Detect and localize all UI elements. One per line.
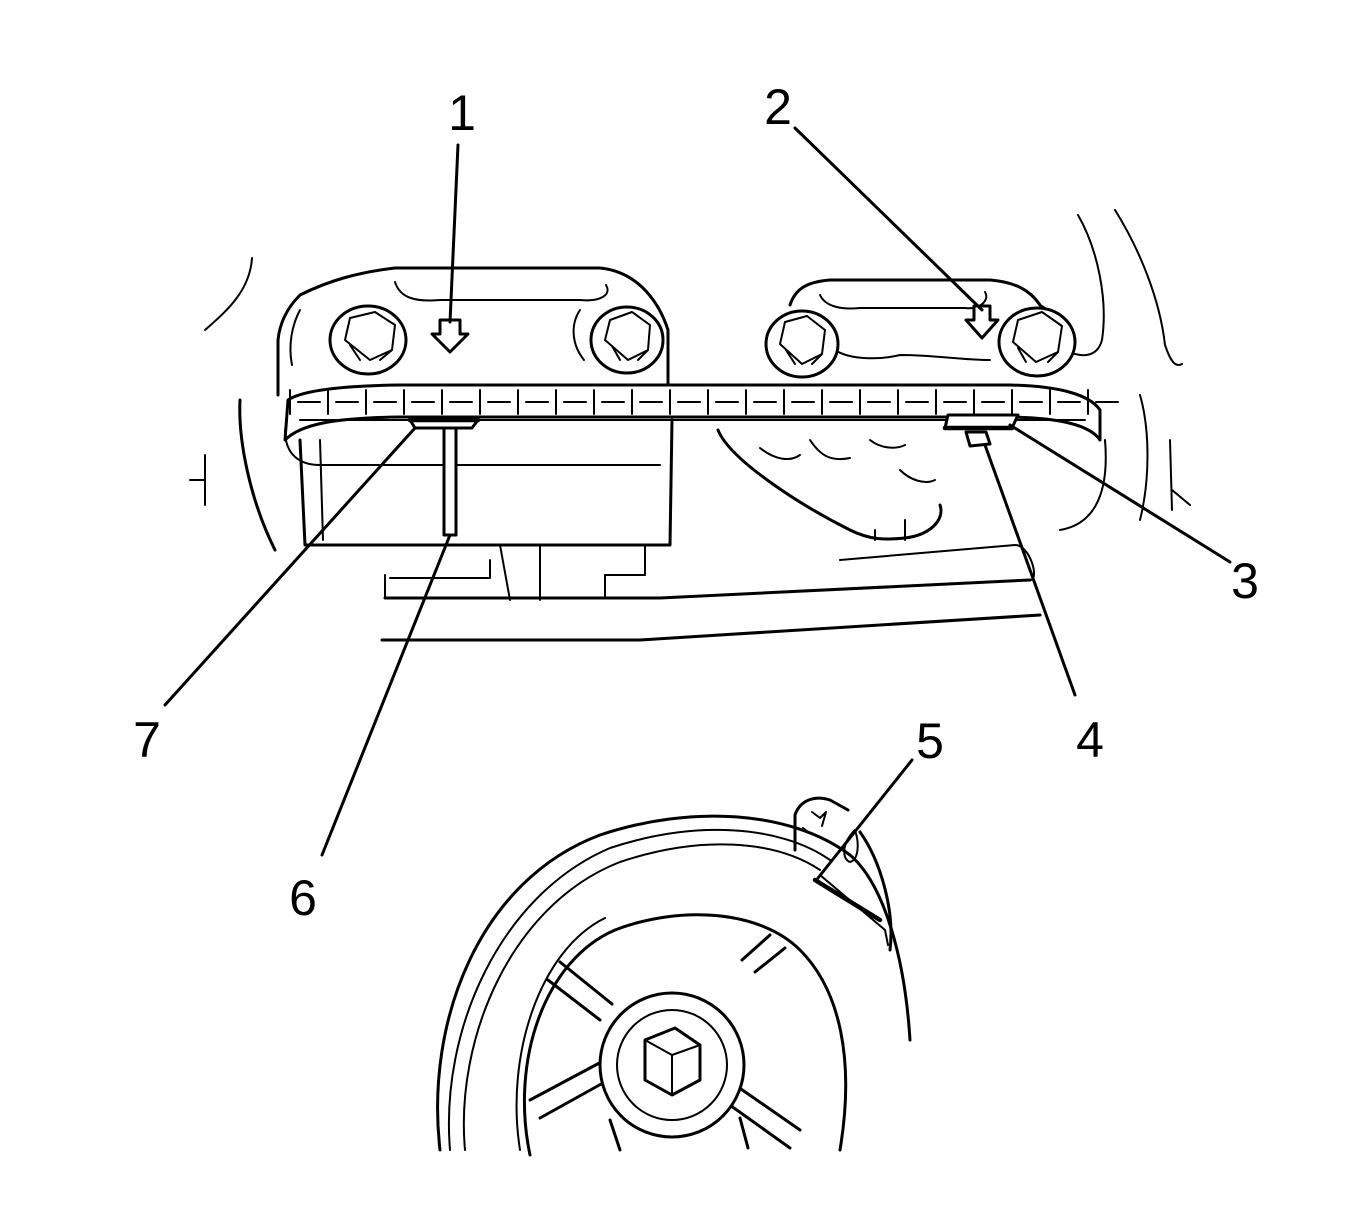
- arrow-down-icon: [430, 318, 470, 354]
- hex-bolt-icon: [997, 306, 1077, 378]
- callout-4: 4: [1076, 712, 1104, 768]
- timing-mark-right: [942, 413, 1020, 448]
- leader-line-3: [1008, 423, 1232, 564]
- pointer-mark-6: [442, 426, 458, 537]
- callout-7: 7: [133, 712, 161, 768]
- callout-1: 1: [448, 85, 476, 141]
- hex-bolt-icon: [764, 309, 840, 379]
- engine-block-outline: [189, 209, 1191, 642]
- callout-2: 2: [764, 79, 792, 135]
- leader-line-1: [448, 143, 460, 324]
- hex-bolt-icon: [328, 304, 408, 376]
- leader-line-6: [320, 533, 452, 857]
- leader-line-2: [793, 126, 984, 312]
- hex-bolt-icon: [589, 305, 665, 375]
- timing-mark-left: [407, 417, 481, 430]
- cap-bolts: [328, 304, 1077, 379]
- callout-labels: 1 2 3 4 5 6 7: [133, 79, 1259, 926]
- arrow-down-icon: [964, 304, 1000, 340]
- sprocket-icon: [436, 796, 912, 1157]
- hex-bolt-icon: [643, 1026, 702, 1097]
- leader-line-5: [816, 758, 914, 880]
- leader-line-7: [163, 426, 417, 707]
- leader-lines: [163, 126, 1232, 880]
- callout-5: 5: [916, 713, 944, 769]
- callout-3: 3: [1231, 553, 1259, 609]
- callout-6: 6: [289, 870, 317, 926]
- left-camshaft-cap: [276, 266, 674, 601]
- leader-line-4: [983, 443, 1077, 697]
